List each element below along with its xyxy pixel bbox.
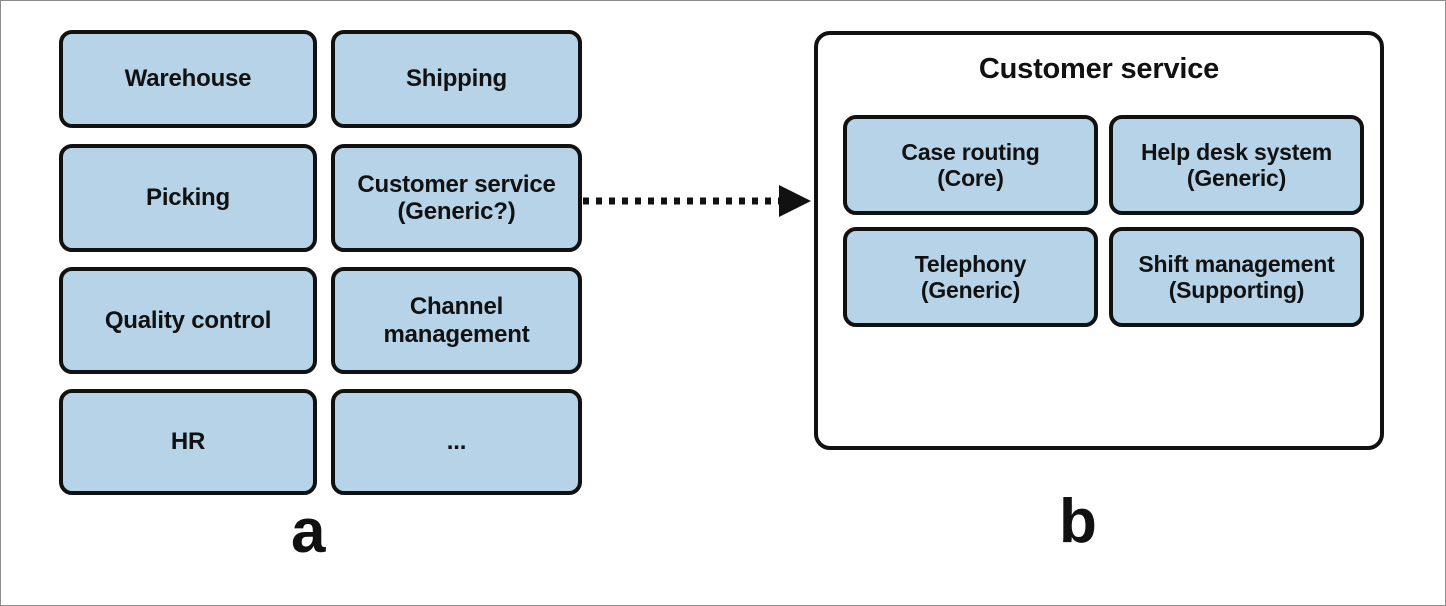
subdomain-label: ... [446,428,467,456]
subdomain-label-line2: (Core) [937,165,1004,191]
subdomain-label-line1: Telephony [914,250,1027,277]
subdomain-box-warehouse[interactable]: Warehouse [59,30,317,128]
subdomain-box-customer-service[interactable]: Customer service (Generic?) [331,144,582,252]
customer-service-container[interactable]: Customer service Case routing (Core) Hel… [814,31,1384,450]
subdomain-label: Channel management [383,293,529,348]
subdomain-label-line1: Customer service [357,170,556,198]
subdomain-label: Telephony (Generic) [915,251,1027,303]
subdomain-label-line1: Picking [146,184,230,212]
subdomain-label-line1: ... [446,428,467,456]
customer-service-title: Customer service [978,53,1220,85]
subdomain-label: Picking [146,184,230,211]
subdomain-box-help-desk-system[interactable]: Help desk system (Generic) [1109,115,1364,215]
subdomain-box-shift-management[interactable]: Shift management (Supporting) [1109,227,1364,327]
subdomain-box-channel-management[interactable]: Channel management [331,267,582,374]
subdomain-label: Shipping [406,65,507,92]
subdomain-label-line1: Quality control [104,306,272,334]
subdomain-label-line1: HR [170,428,206,456]
subdomain-label-line2: (Generic) [1186,165,1287,191]
subdomain-box-quality-control[interactable]: Quality control [59,267,317,374]
subdomain-box-hr[interactable]: HR [59,389,317,495]
subdomain-label-line2: (Generic) [920,277,1021,303]
subdomain-label-line1: Shift management [1138,250,1335,277]
subdomain-label-line1: Case routing [901,138,1040,165]
subdomain-label: Customer service (Generic?) [357,171,555,226]
subdomain-label-line1: Shipping [405,65,508,93]
subdomain-label-line2: (Generic?) [397,198,516,225]
subdomain-box-picking[interactable]: Picking [59,144,317,252]
subdomain-box-case-routing[interactable]: Case routing (Core) [843,115,1098,215]
subdomain-label: Help desk system (Generic) [1141,139,1332,191]
subdomain-label-line1: Warehouse [124,65,252,93]
panel-label-b: b [1059,487,1097,556]
subdomain-box-shipping[interactable]: Shipping [331,30,582,128]
subdomain-label-line2: (Supporting) [1168,277,1305,303]
subdomain-label: Case routing (Core) [901,139,1039,191]
subdomain-label: HR [171,428,205,455]
subdomain-box-ellipsis[interactable]: ... [331,389,582,495]
subdomain-label-line2: management [383,320,530,348]
zoom-arrow-icon [583,185,811,217]
subdomain-label-line1: Channel [409,293,504,321]
panel-label-a: a [291,497,326,566]
subdomain-box-telephony[interactable]: Telephony (Generic) [843,227,1098,327]
subdomain-label: Quality control [104,306,272,334]
subdomain-label-line1: Help desk system [1140,138,1333,165]
subdomain-label: Warehouse [125,65,252,92]
subdomain-label: Shift management (Supporting) [1138,251,1334,303]
